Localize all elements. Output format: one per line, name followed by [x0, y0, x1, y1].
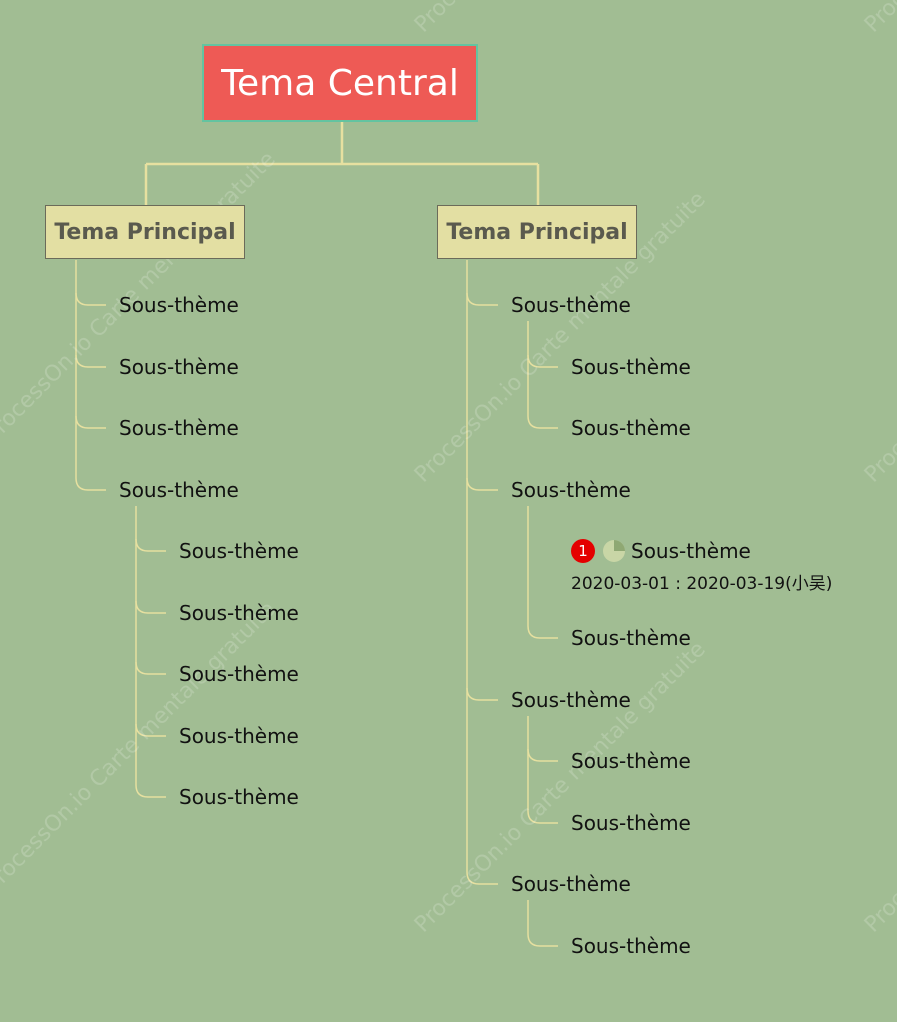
subtopic[interactable]: Sous-thème [511, 293, 631, 317]
subtopic-child[interactable]: Sous-thème [571, 355, 691, 379]
subtopic-child[interactable]: Sous-thème [179, 539, 299, 563]
subtopic-child[interactable]: Sous-thème [571, 749, 691, 773]
subtopic-child[interactable]: Sous-thème [179, 785, 299, 809]
subtopic-child[interactable]: Sous-thème [179, 601, 299, 625]
subtopic-task[interactable]: Sous-thème [631, 539, 751, 563]
subtopic[interactable]: Sous-thème [511, 872, 631, 896]
subtopic[interactable]: Sous-thème [119, 478, 239, 502]
main-topic-left[interactable]: Tema Principal [45, 205, 245, 259]
main-topic-right[interactable]: Tema Principal [437, 205, 637, 259]
subtopic-child[interactable]: Sous-thème [571, 416, 691, 440]
progress-quarter-icon [603, 540, 625, 562]
priority-1-icon: 1 [571, 539, 595, 563]
subtopic[interactable]: Sous-thème [119, 355, 239, 379]
task-dates: 2020-03-01 : 2020-03-19(小吴) [571, 574, 833, 594]
subtopic-child[interactable]: Sous-thème [571, 811, 691, 835]
subtopic-child[interactable]: Sous-thème [571, 934, 691, 958]
subtopic-child[interactable]: Sous-thème [179, 662, 299, 686]
subtopic-child[interactable]: Sous-thème [571, 626, 691, 650]
central-topic[interactable]: Tema Central [202, 44, 478, 122]
subtopic-child[interactable]: Sous-thème [179, 724, 299, 748]
subtopic[interactable]: Sous-thème [119, 416, 239, 440]
subtopic[interactable]: Sous-thème [119, 293, 239, 317]
subtopic[interactable]: Sous-thème [511, 478, 631, 502]
subtopic[interactable]: Sous-thème [511, 688, 631, 712]
